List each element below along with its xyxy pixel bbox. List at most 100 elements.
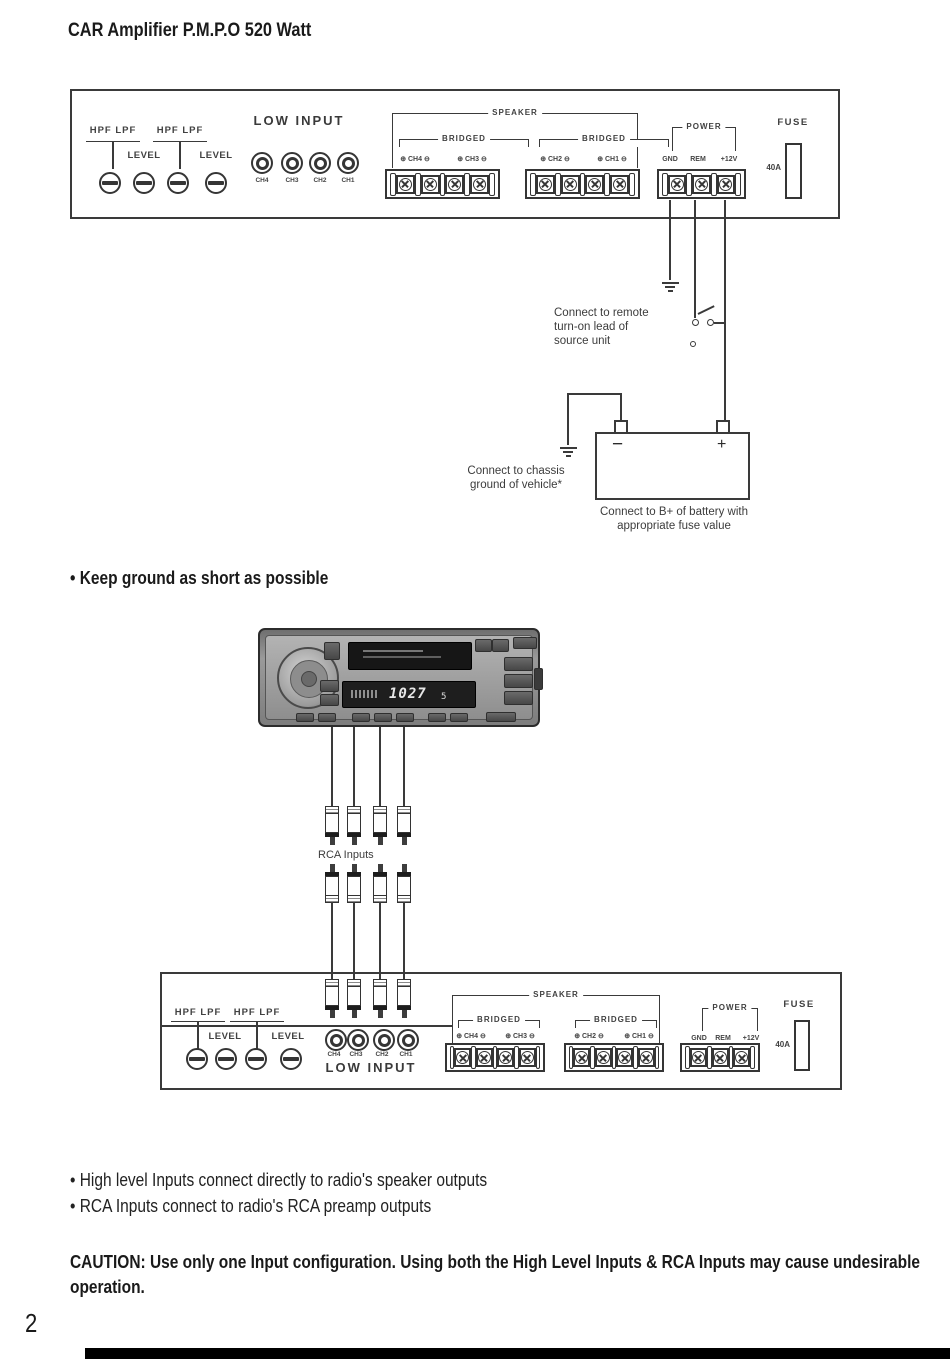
rca-plug-inserted — [373, 979, 387, 1018]
rca-cable-wire — [353, 727, 355, 806]
function-button — [396, 713, 414, 722]
power-label: POWER — [708, 1003, 752, 1012]
power-label: POWER — [682, 122, 726, 131]
power-terminal-block — [680, 1043, 760, 1072]
power-terminal-label: GND — [691, 1035, 707, 1042]
crossover-knob — [99, 172, 121, 194]
volume-knob-center-button — [301, 671, 317, 687]
power-terminal-label: +12V — [742, 1035, 760, 1042]
terminal-screw — [637, 1048, 655, 1067]
bullet-glyph: • — [70, 1170, 76, 1190]
speaker-terminal-block — [445, 1043, 545, 1072]
amp-panel-bottom: HPF LPF LEVEL HPF LPF LEVEL CH4 CH3 CH2 … — [160, 972, 842, 1090]
battery-ground-wire — [567, 393, 569, 445]
crossover-knob — [186, 1048, 208, 1070]
terminal-screw — [616, 1048, 634, 1067]
terminal-screw — [692, 174, 711, 194]
power-terminal-label: REM — [690, 156, 706, 163]
terminal-screw — [475, 1048, 493, 1067]
level-knob — [133, 172, 155, 194]
jack-channel-label: CH2 — [313, 177, 327, 184]
level-label: LEVEL — [271, 1031, 305, 1042]
power-bracket: POWER — [672, 122, 736, 151]
signal-wire-line — [162, 1025, 452, 1027]
page-title: CAR Amplifier P.M.P.O 520 Watt — [68, 20, 312, 41]
battery-plus-sign: + — [717, 436, 727, 453]
hpf-lpf-label: HPF LPF — [156, 125, 204, 136]
page-number: 2 — [25, 1308, 38, 1338]
low-input-label: LOW INPUT — [253, 113, 345, 128]
rca-cable-wire — [403, 727, 405, 806]
hpf-lpf-label: HPF LPF — [233, 1007, 281, 1018]
terminal-screw — [560, 174, 580, 194]
cassette-slot-marking — [363, 650, 423, 652]
jack-channel-label: CH1 — [399, 1051, 413, 1058]
switch-link-wire — [714, 322, 725, 324]
rca-plug-inserted — [347, 979, 361, 1018]
function-button — [318, 713, 336, 722]
battery-ground-wire — [620, 393, 622, 420]
function-button — [374, 713, 392, 722]
terminal-screw — [497, 1048, 515, 1067]
crossover-knob — [167, 172, 189, 194]
function-button — [486, 712, 516, 722]
hpf-lpf-bracket — [230, 1021, 284, 1049]
mode-button — [320, 694, 339, 706]
rca-cable-wire — [331, 727, 333, 806]
preset-button — [492, 639, 509, 652]
display-frequency: 1027 — [389, 686, 427, 702]
rca-cable-wire — [331, 902, 333, 980]
speaker-channel-label: ⊕ CH1 ⊖ — [597, 156, 627, 163]
rca-bullet: • RCA Inputs connect to radio's RCA prea… — [70, 1196, 431, 1217]
bullet-glyph: • — [70, 568, 76, 588]
hpf-lpf-bracket — [171, 1021, 225, 1049]
terminal-screw — [716, 174, 736, 194]
plus12v-wire — [724, 200, 726, 422]
fuse-rating: 40A — [775, 1040, 790, 1049]
gnd-wire — [669, 200, 671, 280]
terminal-screw — [733, 1048, 751, 1067]
speaker-channel-label: ⊕ CH3 ⊖ — [457, 156, 487, 163]
terminal-screw — [667, 174, 687, 194]
rca-plug-up — [347, 864, 361, 903]
fuse-holder — [785, 143, 802, 199]
power-terminal-label: GND — [662, 156, 678, 163]
hpf-lpf-bracket — [86, 141, 140, 169]
battery-minus-sign-post — [716, 420, 730, 432]
rca-jack-ch1 — [397, 1029, 419, 1051]
rca-plug-down — [373, 806, 387, 845]
rca-jack-ch3 — [347, 1029, 369, 1051]
rca-plug-up — [373, 864, 387, 903]
level-label: LEVEL — [199, 150, 233, 161]
speaker-channel-label: ⊕ CH2 ⊖ — [540, 156, 570, 163]
high-level-text: High level Inputs connect directly to ra… — [79, 1170, 488, 1190]
terminal-screw — [610, 174, 630, 194]
speaker-terminal-block — [525, 169, 640, 199]
caution-text: CAUTION: Use only one Input configuratio… — [70, 1252, 921, 1297]
rca-jack-ch1 — [337, 152, 359, 174]
band-button — [320, 680, 339, 692]
switch-open-contact — [690, 341, 696, 347]
terminal-screw — [420, 174, 440, 194]
speaker-terminal-block — [385, 169, 500, 199]
lcd-display: 1027 5 — [342, 681, 476, 708]
bridged-label: BRIDGED — [578, 134, 630, 143]
terminal-screw — [454, 1048, 472, 1067]
keep-ground-text: Keep ground as short as possible — [79, 568, 329, 588]
crossover-knob — [245, 1048, 267, 1070]
rca-jack-ch2 — [373, 1029, 395, 1051]
switch-contact — [692, 319, 699, 326]
switch-lever — [697, 305, 715, 315]
bridged-label: BRIDGED — [473, 1015, 525, 1024]
speaker-channel-label: ⊕ CH4 ⊖ — [456, 1033, 486, 1040]
terminal-screw — [395, 174, 415, 194]
preset-button — [475, 639, 492, 652]
rca-jack-ch2 — [309, 152, 331, 174]
power-terminal-label: REM — [715, 1035, 731, 1042]
car-stereo-head-unit: 1027 5 — [258, 628, 543, 727]
battery-minus-sign: − — [612, 434, 624, 455]
tune-down-button — [504, 674, 533, 688]
jack-channel-label: CH4 — [327, 1051, 341, 1058]
jack-channel-label: CH3 — [349, 1051, 363, 1058]
